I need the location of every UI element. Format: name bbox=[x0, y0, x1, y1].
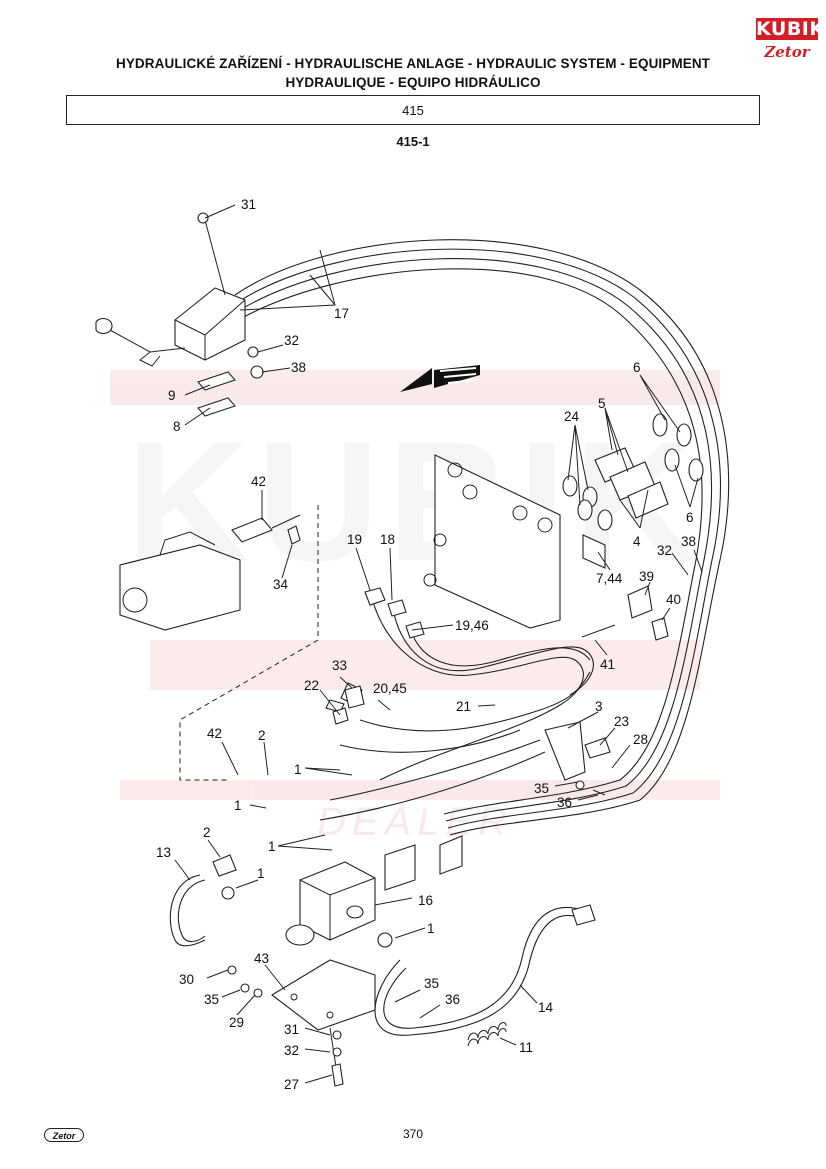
callout-17: 17 bbox=[334, 306, 349, 321]
callout-35: 35 bbox=[204, 992, 219, 1007]
callout-32: 32 bbox=[284, 1043, 299, 1058]
switch-assembly bbox=[179, 505, 319, 781]
callout-6: 6 bbox=[633, 360, 641, 375]
bracket-3 bbox=[544, 585, 669, 796]
callout-39: 39 bbox=[639, 569, 654, 584]
callout-23: 23 bbox=[614, 714, 629, 729]
callout-38: 38 bbox=[681, 534, 696, 549]
callout-34: 34 bbox=[273, 577, 289, 592]
callout-38: 38 bbox=[291, 360, 306, 375]
callout-11: 11 bbox=[519, 1040, 533, 1055]
footer-zetor-logo: Zetor bbox=[44, 1128, 84, 1142]
callout-32: 32 bbox=[284, 333, 299, 348]
hose-14 bbox=[374, 904, 596, 1036]
callout-13: 13 bbox=[156, 845, 171, 860]
callout-9: 9 bbox=[168, 388, 176, 403]
section-number-box: 415 bbox=[66, 95, 760, 125]
callout-28: 28 bbox=[633, 732, 648, 747]
rear-bracket-plate bbox=[423, 454, 606, 629]
spring-11 bbox=[467, 1022, 507, 1047]
callout-24: 24 bbox=[564, 409, 580, 424]
callout-42: 42 bbox=[251, 474, 266, 489]
subsection-number: 415-1 bbox=[396, 134, 430, 149]
callout-1: 1 bbox=[268, 839, 276, 854]
callout-21: 21 bbox=[456, 699, 471, 714]
callout-32: 32 bbox=[657, 543, 672, 558]
page-title-line-1: HYDRAULICKÉ ZAŘÍZENÍ - HYDRAULISCHE ANLA… bbox=[115, 56, 711, 71]
callout-27: 27 bbox=[284, 1077, 299, 1092]
callout-42: 42 bbox=[207, 726, 222, 741]
callout-22: 22 bbox=[304, 678, 319, 693]
callout-20-45: 20,45 bbox=[373, 681, 407, 696]
pump-housing bbox=[119, 531, 241, 631]
callout-1: 1 bbox=[234, 798, 242, 813]
callout-7-44: 7,44 bbox=[596, 571, 623, 586]
callout-30: 30 bbox=[179, 972, 194, 987]
kubik-zetor-logo: KUBIK Zetor bbox=[756, 18, 825, 66]
callout-40: 40 bbox=[666, 592, 681, 607]
callout-29: 29 bbox=[229, 1015, 244, 1030]
callout-3: 3 bbox=[595, 699, 603, 714]
callout-14: 14 bbox=[538, 1000, 554, 1015]
callout-31: 31 bbox=[284, 1022, 299, 1037]
page-title-line-2: HYDRAULIQUE - EQUIPO HIDRÁULICO bbox=[285, 75, 541, 90]
logo-zetor-text: Zetor bbox=[764, 43, 810, 61]
callout-1: 1 bbox=[257, 866, 265, 881]
callout-6: 6 bbox=[686, 510, 694, 525]
callout-35: 35 bbox=[424, 976, 439, 991]
callout-2: 2 bbox=[258, 728, 266, 743]
page-number: 370 bbox=[402, 1127, 424, 1141]
leader-lines bbox=[174, 204, 703, 1084]
callout-5: 5 bbox=[598, 396, 606, 411]
hose-bundle-17 bbox=[234, 239, 730, 836]
logo-kubik-text: KUBIK bbox=[756, 18, 825, 40]
callout-36: 36 bbox=[445, 992, 460, 1007]
callout-labels: 31 17 32 38 9 8 6 5 24 6 4 42 34 19 18 7… bbox=[156, 197, 696, 1092]
callout-4: 4 bbox=[633, 534, 641, 549]
section-number: 415 bbox=[402, 102, 424, 118]
callout-43: 43 bbox=[254, 951, 269, 966]
callout-8: 8 bbox=[173, 419, 181, 434]
callout-33: 33 bbox=[332, 658, 347, 673]
fittings-33-22 bbox=[332, 685, 365, 725]
hose-13 bbox=[169, 854, 237, 947]
hose-group-valve bbox=[319, 587, 594, 821]
callout-35: 35 bbox=[534, 781, 549, 796]
control-lever-unit bbox=[95, 212, 264, 417]
callout-36: 36 bbox=[557, 795, 572, 810]
callout-19: 19 bbox=[347, 532, 362, 547]
direction-arrow bbox=[400, 365, 480, 392]
callout-31: 31 bbox=[241, 197, 256, 212]
watermark-subtext: DEALER bbox=[317, 800, 513, 844]
callout-41: 41 bbox=[600, 657, 615, 672]
callout-1: 1 bbox=[294, 762, 302, 777]
callout-18: 18 bbox=[380, 532, 395, 547]
callout-19-46: 19,46 bbox=[455, 618, 489, 633]
callout-16: 16 bbox=[418, 893, 433, 908]
mounting-plate-43 bbox=[227, 959, 376, 1087]
callout-1: 1 bbox=[427, 921, 435, 936]
callout-2: 2 bbox=[203, 825, 211, 840]
control-valve-16 bbox=[285, 835, 463, 948]
quick-couplers-5-4 bbox=[562, 413, 704, 531]
